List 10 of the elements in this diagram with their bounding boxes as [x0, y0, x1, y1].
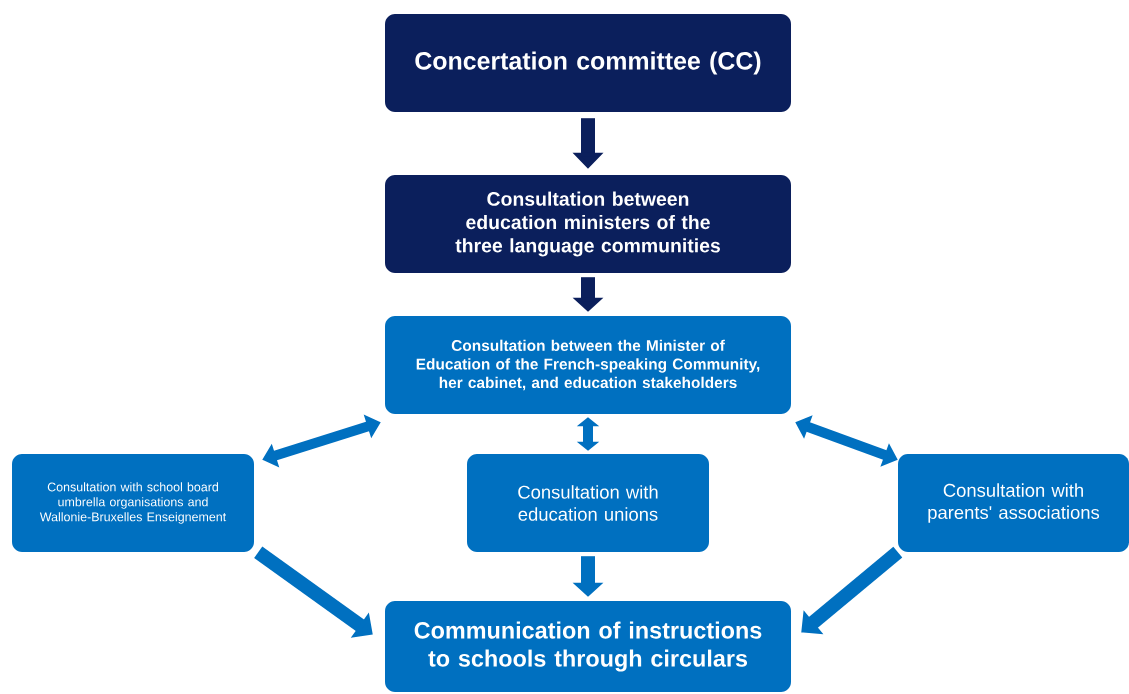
arrow [801, 546, 903, 635]
arrow [254, 546, 373, 638]
process-box: Consultation with parents' associations [898, 454, 1129, 552]
arrow [576, 417, 600, 451]
process-box: Consultation with education unions [467, 454, 709, 552]
process-box: Concertation committee (CC) [385, 14, 791, 112]
process-box: Communication of instructions to schools through circulars [385, 601, 791, 692]
process-box: Consultation between education ministers of the three language communities [385, 175, 791, 273]
process-box: Consultation with school board umbrella organisations and Wallonie-Bruxelles Enseignement [12, 454, 254, 552]
process-box: Consultation between the Minister of Education of the French-speaking Community, her cabinet, and education stakeholders [385, 316, 791, 414]
